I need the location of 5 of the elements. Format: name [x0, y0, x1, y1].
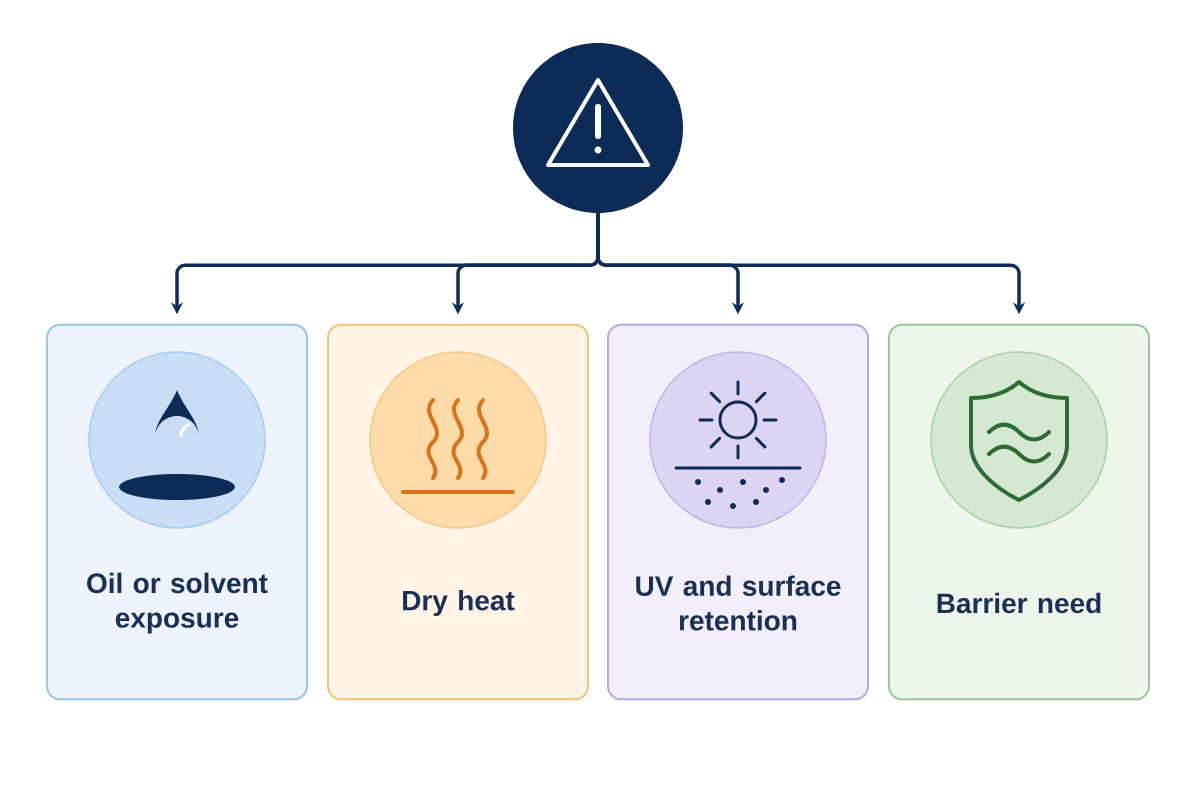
card: Dry heat: [327, 323, 589, 701]
card: Oil or solvent exposure: [46, 323, 308, 701]
card: Barrier need: [888, 323, 1150, 701]
warning-circle: [513, 43, 683, 213]
card: UV and surface retention: [607, 323, 869, 701]
